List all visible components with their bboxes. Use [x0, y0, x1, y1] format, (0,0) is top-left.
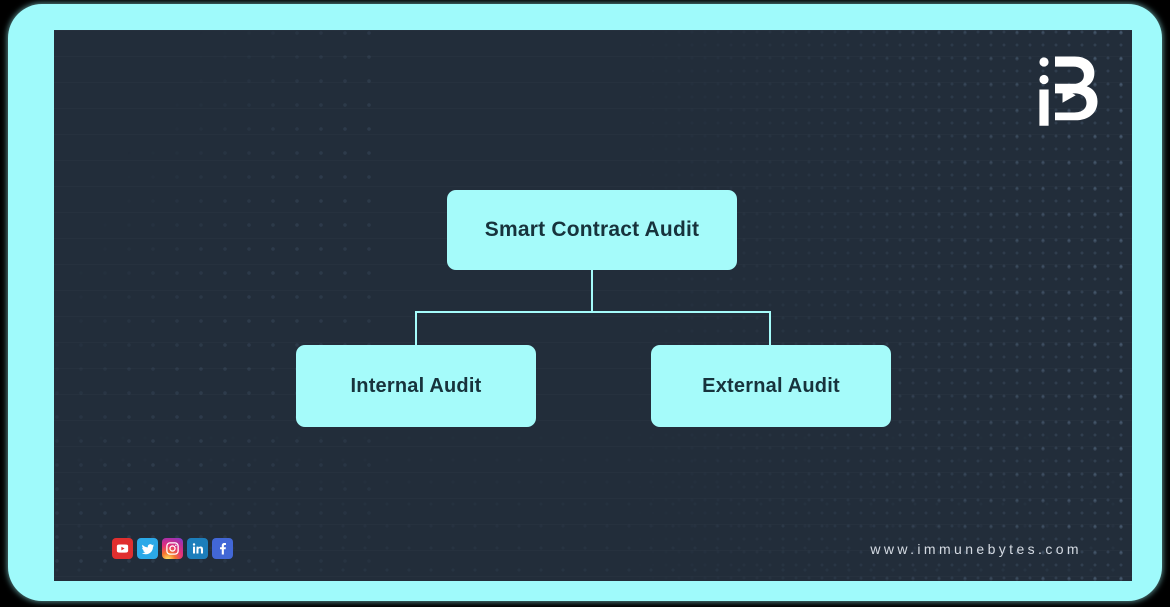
twitter-icon[interactable] [137, 538, 158, 559]
node-child-label: Internal Audit [350, 374, 482, 397]
facebook-icon[interactable] [212, 538, 233, 559]
website-url: www.immunebytes.com [870, 541, 1082, 557]
immunebytes-logo [1028, 48, 1112, 134]
node-smart-contract-audit[interactable]: Smart Contract Audit [447, 190, 737, 270]
instagram-icon[interactable] [162, 538, 183, 559]
connector-root-stem [591, 270, 593, 312]
connector-horizontal-bar [415, 311, 771, 313]
connector-drop-left [415, 311, 417, 345]
node-child-label: External Audit [702, 374, 840, 397]
youtube-icon[interactable] [112, 538, 133, 559]
outer-frame: Smart Contract Audit Internal Audit Exte… [8, 4, 1162, 601]
node-internal-audit[interactable]: Internal Audit [296, 345, 536, 427]
social-links [112, 538, 233, 559]
org-chart: Smart Contract Audit Internal Audit Exte… [54, 30, 1132, 581]
node-root-label: Smart Contract Audit [484, 218, 700, 241]
node-external-audit[interactable]: External Audit [651, 345, 891, 427]
content-panel: Smart Contract Audit Internal Audit Exte… [54, 30, 1132, 581]
connector-drop-right [769, 311, 771, 345]
linkedin-icon[interactable] [187, 538, 208, 559]
